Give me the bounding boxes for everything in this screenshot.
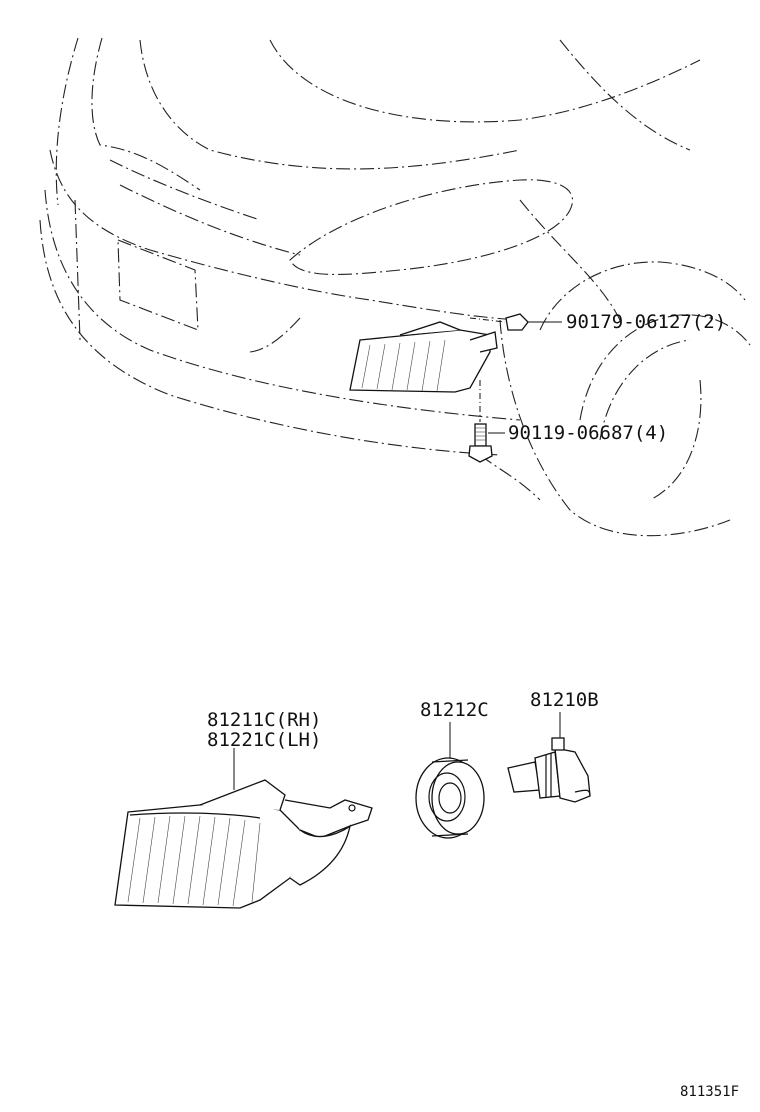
callout-lamp-rh: 81211C(RH) [207, 709, 321, 731]
illustration-code: 811351F [680, 1084, 739, 1100]
bulb-part [507, 737, 591, 803]
installed-fog-lamp [349, 321, 498, 393]
callout-bolt: 90119-06687(4) [508, 422, 668, 444]
callout-socket: 81212C [420, 699, 489, 721]
fog-lamp-assembly [114, 779, 373, 909]
callout-lamp-lh: 81221C(LH) [207, 729, 321, 751]
socket-part [415, 757, 485, 839]
callout-bulb: 81210B [530, 689, 599, 711]
clip-part [469, 313, 529, 331]
car-body-outline [39, 37, 751, 537]
bolt-part [468, 380, 493, 463]
callout-clip: 90179-06127(2) [566, 311, 726, 333]
